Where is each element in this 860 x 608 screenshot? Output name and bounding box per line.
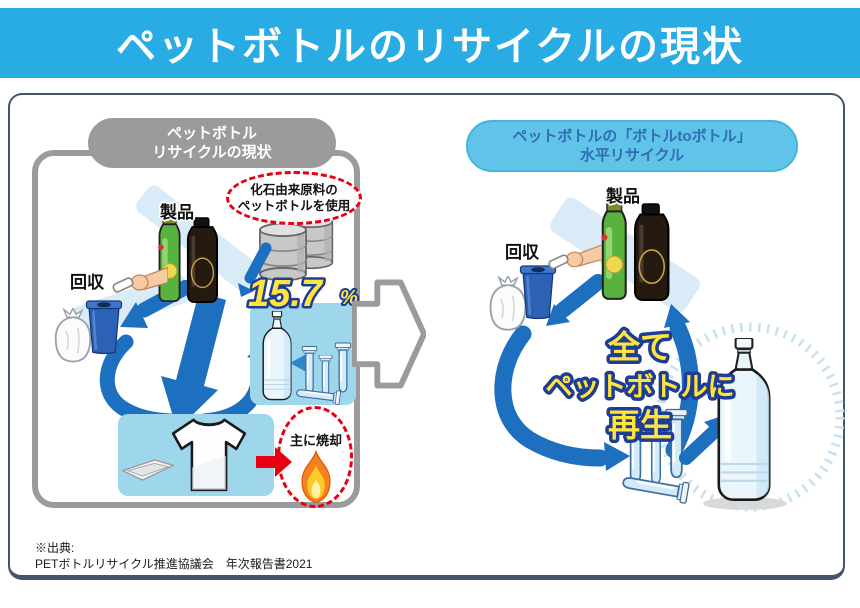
incineration-label: 主に焼却 [289, 433, 342, 448]
recycle-rate-value: 15.7 [248, 273, 324, 315]
right-panel-title-line1: ペットボトルの「ボトルtoボトル」 [512, 127, 752, 145]
transition-arrow-icon [352, 279, 426, 389]
pet-bottles-icon [600, 202, 670, 301]
left-panel-title-line2: リサイクルの現状 [152, 144, 272, 161]
page-title: ペットボトルのリサイクルの現状 [116, 25, 744, 69]
arrow-down-left-icon [238, 242, 272, 297]
hand-icon [111, 266, 168, 294]
products-label: 製品 [160, 203, 194, 222]
result-line2: ペットボトルに [546, 372, 735, 402]
incineration-oval [277, 406, 353, 508]
title-banner: ペットボトルのリサイクルの現状 [0, 8, 860, 78]
source-note: ※出典: PETボトルリサイクル推進協議会 年次報告書2021 [35, 541, 312, 572]
hand-icon [547, 244, 602, 271]
source-note-line1: ※出典: [35, 541, 75, 555]
fossil-note-line1: 化石由来原料の [250, 182, 338, 197]
recycle-bin-icon [85, 299, 123, 355]
sunburst-circle-icon [655, 322, 845, 512]
content-frame [8, 93, 845, 580]
bottle-shadow [703, 497, 787, 510]
collection-label: 回収 [70, 273, 104, 292]
tshirt-icon [171, 418, 247, 492]
collection-label: 回収 [505, 243, 539, 262]
source-note-line2: PETボトルリサイクル推進協議会 年次報告書2021 [35, 556, 313, 571]
left-panel-header: ペットボトル リサイクルの現状 [88, 118, 336, 168]
result-text: 全て ペットボトルに 再生 [542, 326, 738, 445]
fossil-note-oval: 化石由来原料の ペットボトルを使用 [226, 171, 362, 225]
fossil-note-line2: ペットボトルを使用 [237, 199, 351, 213]
right-panel-title-line2: 水平リサイクル [579, 147, 685, 164]
right-panel-header: ペットボトルの「ボトルtoボトル」 水平リサイクル [466, 120, 798, 172]
products-label: 製品 [606, 187, 640, 206]
flame-icon [301, 451, 331, 503]
arrow-left-icon [290, 352, 310, 374]
left-panel-title-line1: ペットボトル [166, 124, 257, 142]
result-line1: 全て [607, 329, 672, 365]
result-line3: 再生 [608, 407, 672, 443]
